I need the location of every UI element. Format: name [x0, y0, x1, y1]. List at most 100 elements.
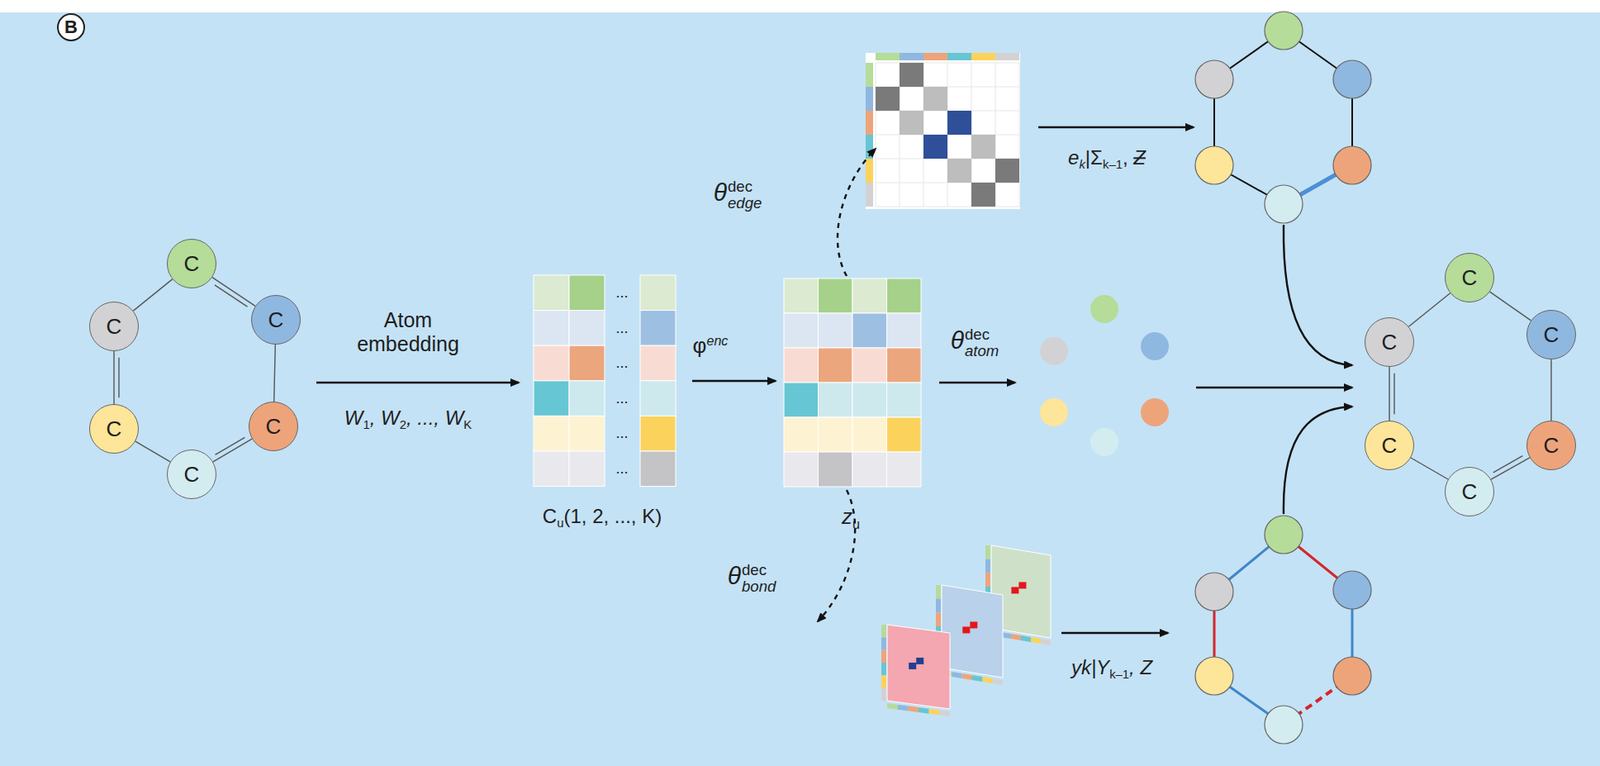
script-stack: decedge	[727, 178, 762, 211]
label-group: ...	[615, 318, 628, 337]
slice-strip	[897, 704, 909, 712]
matrix-cell	[783, 347, 819, 383]
atom-dot	[1039, 337, 1069, 366]
atom-symbol: C	[265, 415, 282, 437]
ellipsis: ...	[615, 318, 628, 336]
bond-line	[1550, 359, 1552, 421]
bond-line	[1408, 293, 1450, 327]
atom-symbol: C	[184, 252, 200, 275]
atom-dot	[1039, 398, 1069, 427]
atom-dot	[1140, 332, 1169, 361]
flow-arrow	[1061, 631, 1168, 634]
matrix-cell	[783, 451, 819, 487]
matrix-cell	[533, 345, 570, 381]
bond-line	[1490, 291, 1532, 321]
matrix-cell	[533, 451, 570, 487]
matrix-header	[865, 62, 874, 87]
superscript: dec	[727, 178, 762, 195]
bond-connector	[1410, 457, 1449, 480]
slice-strip	[881, 650, 887, 663]
bond-connector	[213, 436, 252, 462]
panel-label: B	[64, 18, 78, 37]
matrix-header	[865, 158, 874, 183]
label-text: , Z	[1129, 655, 1153, 679]
bond-line	[1490, 457, 1530, 480]
flow-arrow	[1038, 126, 1194, 129]
matrix-cell	[640, 345, 676, 381]
slice-strip	[929, 708, 941, 716]
matrix-cell	[818, 347, 854, 383]
bond-connector	[132, 279, 172, 311]
matrix-cell	[533, 415, 570, 452]
label-group: ek|Σk–1, Z	[1068, 146, 1146, 172]
flow-arrow	[817, 489, 855, 622]
label-text: ,	[1122, 146, 1129, 169]
superscript: dec	[741, 561, 776, 579]
atom-dot	[1333, 570, 1372, 609]
grid-line	[1019, 62, 1021, 207]
superscript: dec	[964, 326, 999, 343]
bond-connector	[1389, 366, 1395, 421]
slice-strip	[1020, 635, 1031, 642]
matrix-cell	[569, 345, 605, 381]
atom-dot	[1264, 705, 1303, 744]
label-text: k–1	[1109, 668, 1130, 682]
flow-arrow	[1196, 386, 1353, 389]
script-stack: decatom	[964, 326, 999, 359]
subscript: bond	[741, 578, 776, 595]
matrix-cell	[569, 415, 605, 452]
atom-dot	[1090, 427, 1119, 456]
matrix-cell	[783, 278, 819, 314]
label-group: W1, W2, ..., WK	[344, 406, 472, 433]
atom-circle: C	[166, 238, 217, 289]
atom-dot	[1090, 294, 1119, 323]
atom-circle: C	[1526, 309, 1577, 360]
atom-dot	[1195, 146, 1234, 185]
matrix-cell	[995, 158, 1020, 183]
matrix-cell	[640, 451, 676, 487]
atom-symbol: C	[1462, 480, 1478, 503]
ellipsis: ...	[615, 424, 628, 442]
script-stack: decbond	[741, 561, 776, 594]
matrix-cell	[818, 417, 854, 452]
slice-strip	[985, 559, 991, 574]
label-text: u	[556, 517, 564, 531]
atom-symbol: C	[1543, 434, 1560, 456]
matrix-cell	[640, 380, 676, 417]
atom-dot	[1264, 515, 1303, 554]
atom-circle: C	[251, 294, 301, 345]
step-label: Atom embedding	[356, 308, 460, 356]
top-band	[0, 0, 1600, 13]
bond-mark	[962, 626, 970, 633]
atom-circle: C	[1526, 420, 1577, 471]
matrix-cell	[533, 275, 570, 311]
matrix-header	[899, 52, 924, 61]
label-group: ...	[615, 389, 628, 407]
bond-connector	[113, 351, 119, 404]
bond-connector	[212, 277, 256, 308]
matrix-cell	[852, 347, 888, 383]
label-group: θdecatom	[950, 326, 1000, 359]
panel-letter: B	[56, 13, 86, 42]
matrix-cell	[852, 451, 888, 487]
label-text: θ	[950, 327, 964, 355]
label-group: yk|Yk–1, Z	[1071, 655, 1153, 682]
label-text: Z	[1133, 146, 1146, 169]
label-text: W	[344, 406, 364, 429]
matrix-cell	[569, 310, 605, 347]
bond-mark	[1018, 581, 1026, 589]
matrix-header	[947, 52, 972, 61]
label-group: Atom embedding	[336, 308, 481, 357]
matrix-cell	[899, 110, 924, 135]
slice-strip	[907, 705, 919, 713]
matrix-cell	[899, 62, 924, 87]
subscript: edge	[727, 194, 762, 212]
atom-circle: C	[89, 301, 139, 352]
bond-line	[113, 351, 114, 404]
bond-mark	[969, 621, 978, 628]
label-text: e	[1068, 146, 1079, 169]
atom-symbol: C	[106, 315, 123, 338]
subscript: atom	[964, 342, 999, 360]
label-group: Cu(1, 2, ..., K)	[542, 504, 662, 531]
